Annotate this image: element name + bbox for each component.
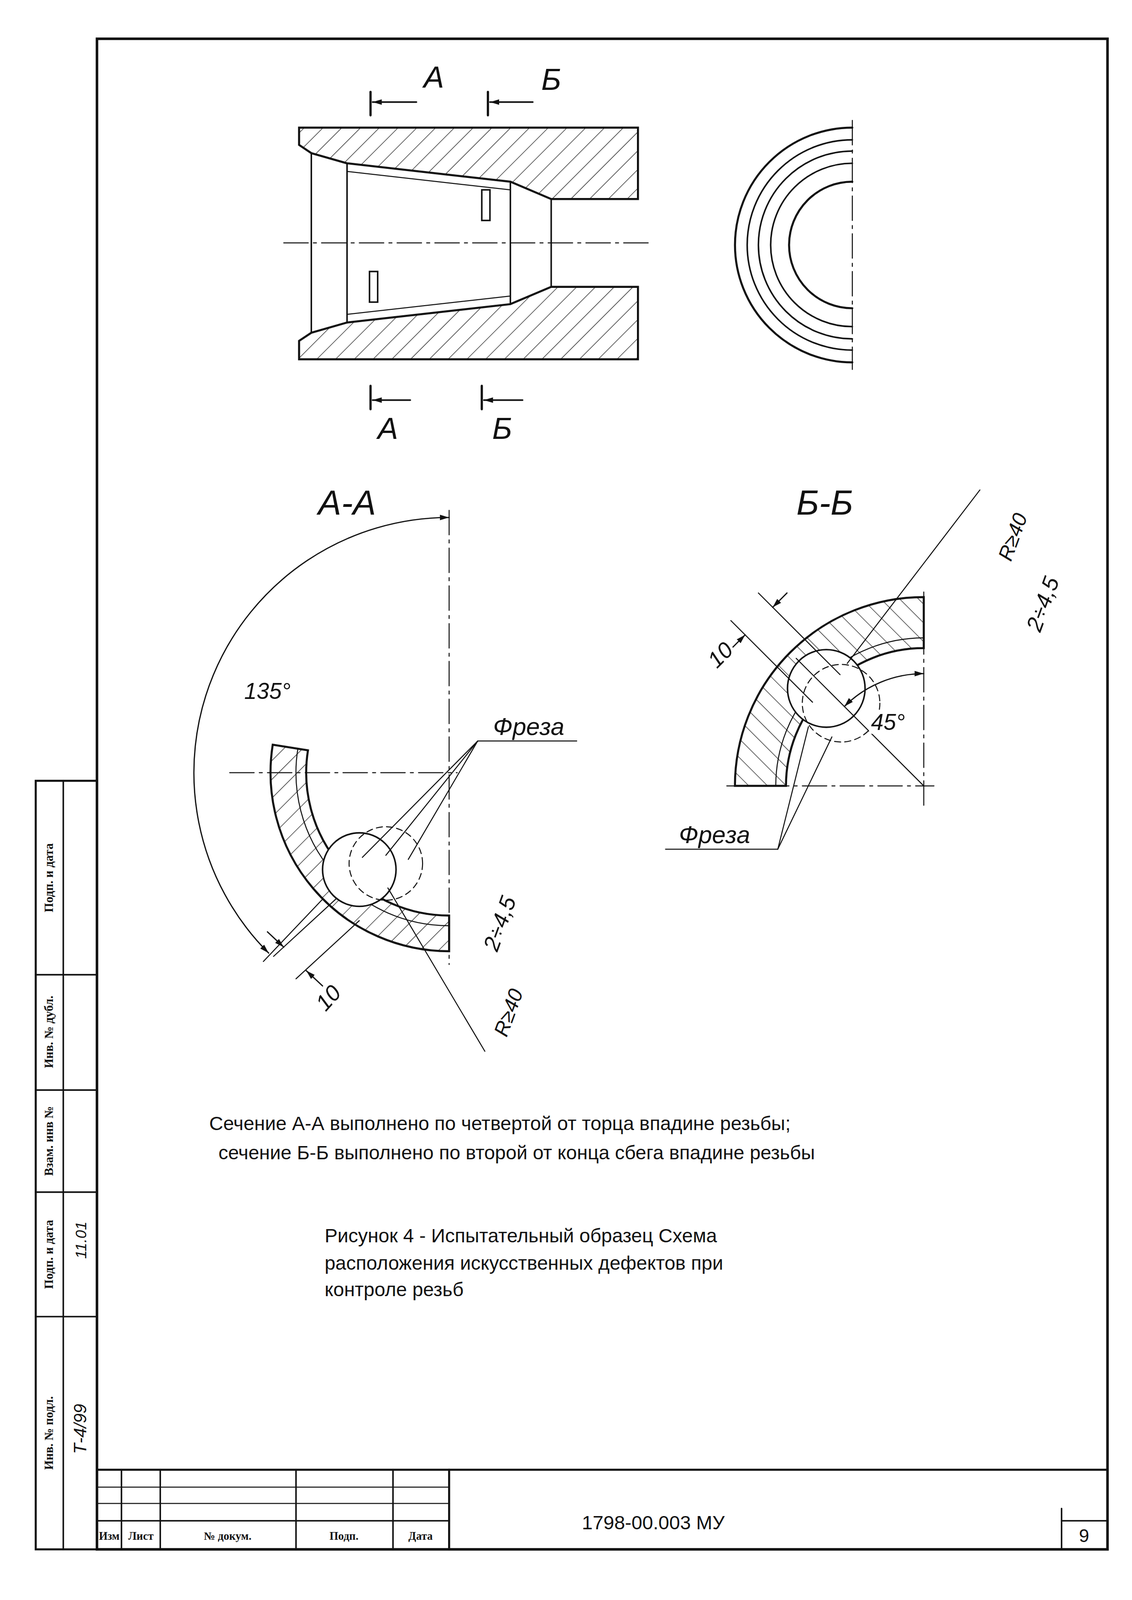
sheet-number: 9 xyxy=(1079,1527,1090,1546)
stamp-field: Инв. № подл. xyxy=(42,1396,56,1470)
title-block-header: Изм xyxy=(99,1530,120,1543)
section-title: А-А xyxy=(316,485,379,520)
handwritten-entry: 11.01 xyxy=(73,1219,89,1261)
dimension-value: 2÷4,5 xyxy=(479,891,522,956)
dimension-value: 2÷4,5 xyxy=(1022,572,1065,637)
dimension-value: R≥40 xyxy=(993,508,1032,566)
note-text: сечение Б-Б выполнено по второй от конца… xyxy=(218,1143,815,1164)
section-letter: А xyxy=(375,413,401,444)
handwritten-entry: Т-4/99 xyxy=(72,1402,90,1457)
stamp-field: Подп. и дата xyxy=(42,843,56,913)
stamp-field: Инв. № дубл. xyxy=(42,995,56,1069)
section-title: Б-Б xyxy=(794,485,856,520)
angle-dimension: 45° xyxy=(869,711,908,734)
title-block-header: № докум. xyxy=(203,1530,252,1543)
document-code: 1798-00.003 МУ xyxy=(581,1513,725,1534)
dimension-value: 10 xyxy=(310,980,347,1017)
note-text: Сечение А-А выполнено по четвертой от то… xyxy=(209,1113,791,1134)
figure-caption: Рисунок 4 - Испытательный образец Схема … xyxy=(324,1222,754,1305)
leader-label: Фреза xyxy=(677,822,753,848)
leader-label: Фреза xyxy=(490,714,567,740)
section-letter: Б xyxy=(490,413,515,444)
dimension-value: 10 xyxy=(702,636,739,674)
title-block-header: Подп. xyxy=(329,1530,359,1543)
dimension-value: R≥40 xyxy=(489,984,527,1041)
section-letter: А xyxy=(421,62,447,93)
angle-dimension: 135° xyxy=(242,680,293,704)
title-block-header: Лист xyxy=(128,1530,154,1543)
section-letter: Б xyxy=(539,64,564,95)
stamp-field: Взам. инв № xyxy=(42,1106,56,1177)
title-block-header: Дата xyxy=(408,1530,433,1543)
stamp-field: Подп. и дата xyxy=(42,1220,56,1289)
